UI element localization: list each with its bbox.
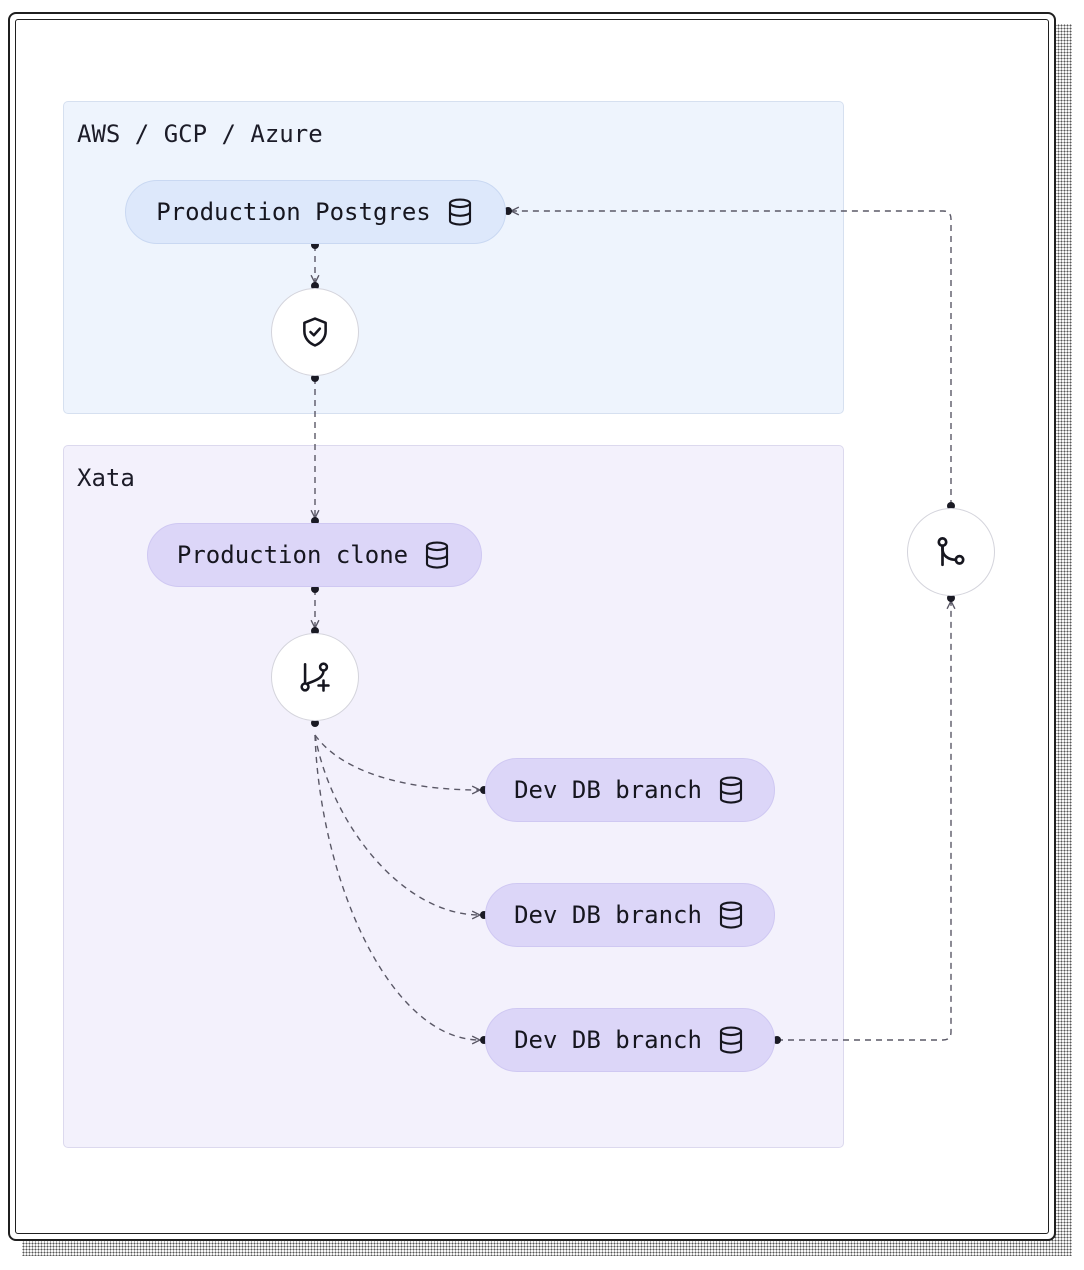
database-icon (716, 900, 746, 930)
edge-merge-to-postgres (511, 211, 952, 506)
database-icon (422, 540, 452, 570)
dev-db-branch-label: Dev DB branch (514, 1026, 702, 1054)
port-dot (311, 374, 319, 382)
security-check-node[interactable] (271, 288, 359, 376)
database-icon (716, 775, 746, 805)
branch-create-node[interactable] (271, 633, 359, 721)
merge-node[interactable] (907, 508, 995, 596)
production-postgres-label: Production Postgres (156, 198, 431, 226)
cloud-provider-region: AWS / GCP / Azure (63, 101, 844, 414)
port-dot (311, 719, 319, 727)
production-clone-node[interactable]: Production clone (147, 523, 482, 587)
port-dot (311, 585, 319, 593)
shield-check-icon (303, 317, 327, 347)
production-postgres-node[interactable]: Production Postgres (125, 180, 506, 244)
port-dot (504, 207, 512, 215)
cloud-region-label: AWS / GCP / Azure (77, 120, 323, 148)
port-dot (947, 594, 955, 602)
dev-db-branch-node[interactable]: Dev DB branch (485, 1008, 775, 1072)
git-branch-plus-icon (300, 662, 330, 692)
dev-db-branch-label: Dev DB branch (514, 776, 702, 804)
database-icon (445, 197, 475, 227)
edge-branch-to-dev-2 (314, 734, 480, 915)
dev-db-branch-label: Dev DB branch (514, 901, 702, 929)
dev-db-branch-node[interactable]: Dev DB branch (485, 883, 775, 947)
production-clone-label: Production clone (176, 541, 409, 569)
database-icon (716, 1025, 746, 1055)
port-dot (773, 1036, 781, 1044)
edge-branch-to-dev-3 (314, 734, 480, 1040)
git-merge-icon (937, 537, 965, 567)
xata-region-label: Xata (77, 464, 135, 492)
edge-dev3-to-merge (777, 601, 951, 1041)
edge-branch-to-dev-1 (314, 734, 480, 790)
dev-db-branch-node[interactable]: Dev DB branch (485, 758, 775, 822)
